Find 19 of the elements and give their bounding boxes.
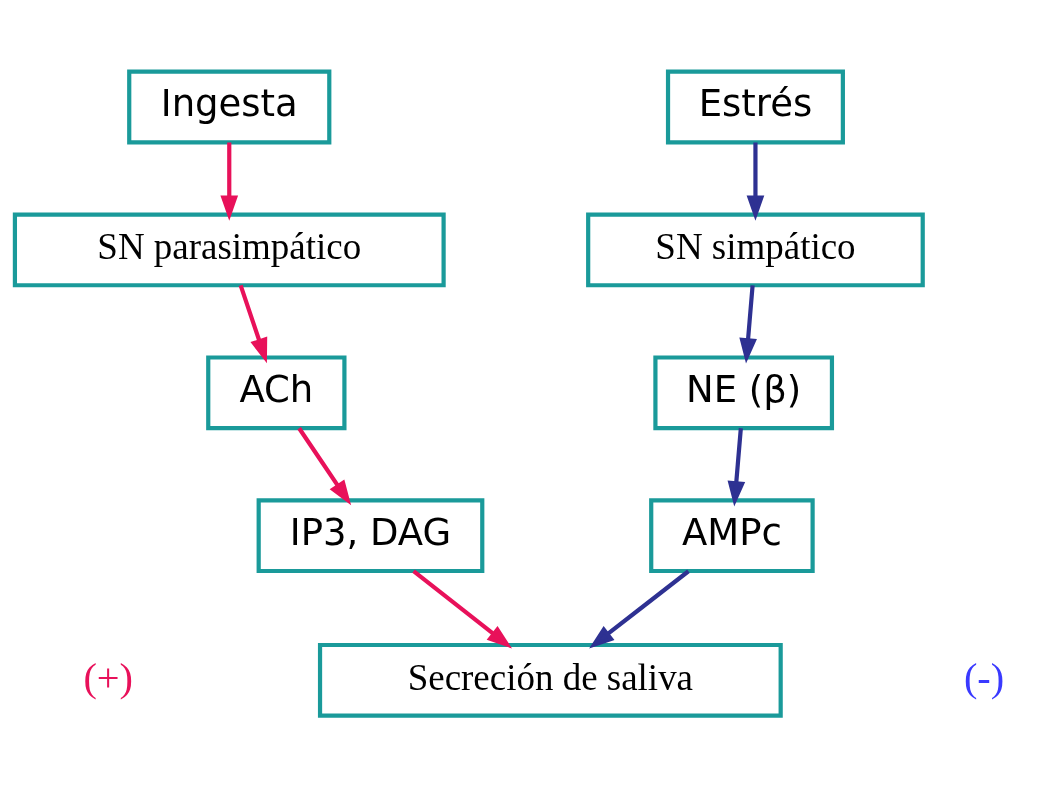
node-box: Estrés xyxy=(665,69,845,145)
node-box: Secreción de saliva xyxy=(317,642,783,718)
node-box: ACh xyxy=(206,355,347,431)
arrow xyxy=(220,142,239,221)
node-box: NE (β) xyxy=(653,355,835,431)
label: (+) xyxy=(83,654,134,700)
arrow xyxy=(297,427,352,506)
node-box: SN simpático xyxy=(586,212,925,288)
node-box: AMPc xyxy=(649,498,815,574)
node-box: Ingesta xyxy=(127,69,332,145)
node-box: IP3, DAG xyxy=(256,498,485,574)
node-box: SN parasimpático xyxy=(12,212,446,288)
label: (-) xyxy=(963,654,1005,700)
arrow xyxy=(727,428,746,507)
arrow xyxy=(589,569,690,649)
arrow xyxy=(238,284,268,364)
arrow xyxy=(746,142,765,221)
arrow xyxy=(739,285,757,364)
arrow xyxy=(412,569,512,649)
